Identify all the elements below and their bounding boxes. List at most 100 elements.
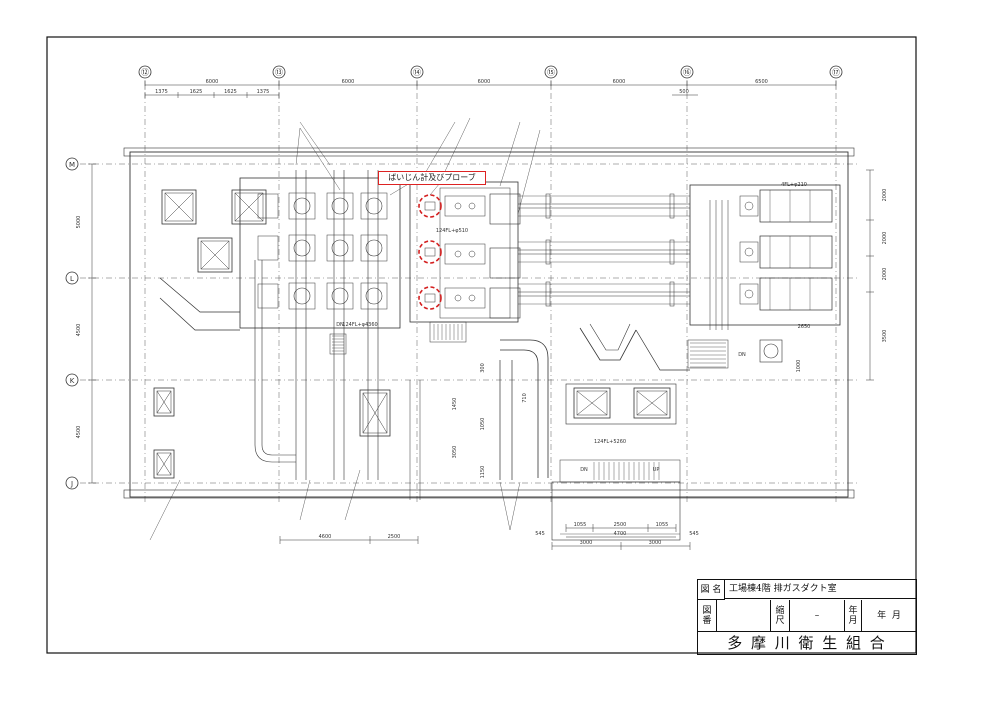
damper-circle [365, 239, 383, 257]
stack-duct-3 [759, 277, 833, 311]
building-top-wall [123, 147, 855, 157]
probe-box-1 [489, 193, 521, 225]
fl-bottom-label: 124FL+5260 [594, 439, 626, 445]
duct-box-left-bottom-x2 [156, 452, 172, 476]
bottom-dim-3000b: 3000 [649, 540, 662, 546]
duct-box-center-inner [362, 392, 388, 434]
stair-right [687, 339, 729, 369]
sub-span-dim: 1625 [224, 89, 237, 95]
dim-710-label: 710 [522, 393, 528, 403]
callout-leader [429, 182, 441, 196]
curved-duct-2b [589, 323, 631, 351]
bottom-dim-4600: 4600 [319, 534, 332, 540]
row-marker-L [65, 271, 79, 285]
damper-frame [326, 234, 354, 262]
duct-flange [545, 239, 551, 265]
dust-meter-highlight-2 [418, 240, 442, 264]
top-right-dim: 500 [679, 89, 689, 95]
duct-box-center [359, 389, 391, 437]
damper-frame [288, 282, 316, 310]
damper-circle [331, 239, 349, 257]
right-dim: 2000 [882, 189, 888, 202]
building-bottom-wall [123, 489, 855, 499]
duct-box-right-2 [633, 387, 671, 419]
duct-box-left-lower-inner [156, 390, 172, 414]
top-span-dim: 6000 [206, 79, 219, 85]
up-bottom-label: UP [653, 467, 660, 473]
stair-center [429, 321, 467, 343]
dn-left-label: DN [336, 322, 344, 328]
right-dim: 3500 [882, 330, 888, 343]
damper-frame [326, 282, 354, 310]
sub-span-dim: 1375 [155, 89, 168, 95]
probe-bolt [454, 294, 462, 302]
duct-box-right-2-inner [636, 390, 668, 416]
duct-chamber-center-inner [439, 187, 511, 319]
fl-left-label: 124FL+φ4360 [342, 322, 377, 328]
probe-bolt [454, 202, 462, 210]
duct-flange [545, 281, 551, 307]
duct-flange [545, 193, 551, 219]
damper-circle [331, 197, 349, 215]
bottom-note-leaders [149, 469, 521, 541]
damper-circle [365, 197, 383, 215]
duct-box-mid-top [231, 189, 267, 225]
probe-box-2 [489, 247, 521, 279]
fan-circle [763, 343, 779, 359]
stack-damper-disc [744, 247, 754, 257]
column-label-12: ⑫ [141, 68, 149, 77]
right-dim: 2000 [882, 268, 888, 281]
drawing-number-label: 図 番 [698, 600, 717, 632]
probe-plate [444, 195, 486, 217]
top-span-dim: 6000 [342, 79, 355, 85]
damper-frame-small [257, 193, 279, 219]
fan-room [565, 383, 677, 425]
dust-meter-probe [424, 293, 436, 303]
row-marker-M [65, 157, 79, 171]
duct-box-right-2-x2 [636, 390, 668, 416]
damper-frame [360, 282, 388, 310]
scale-label: 縮 尺 [771, 600, 790, 632]
column-label-17: ⑰ [832, 68, 840, 77]
duct-box-left-lower-x2 [156, 390, 172, 414]
bottom-dim-545-right: 545 [689, 531, 699, 537]
title-name-value: 工場棟4階 排ガスダクト室 [725, 580, 916, 599]
damper-frame-small [257, 283, 279, 309]
duct-box-left-top-inner [164, 192, 194, 222]
curved-duct-1 [500, 339, 549, 478]
probe-bolt [468, 202, 476, 210]
row-label-K: K [70, 377, 75, 385]
dim-1050-label: 1050 [480, 418, 486, 431]
bottom-dim-4700: 4700 [614, 531, 627, 537]
damper-circle [293, 287, 311, 305]
callout-leader [389, 182, 411, 196]
duct-flange [669, 239, 675, 265]
bottom-dim-3000a: 3000 [580, 540, 593, 546]
bottom-dim-2500-right: 2500 [614, 522, 627, 528]
dn-right-label: DN [738, 352, 746, 358]
bottom-dim-1055b: 1055 [656, 522, 669, 528]
duct-flange [669, 193, 675, 219]
stair-bottom [559, 459, 681, 483]
row-label-L: L [70, 275, 74, 283]
duct-box-left-mid [197, 237, 233, 273]
column-label-16: ⑯ [683, 68, 691, 77]
duct-box-left-bottom [153, 449, 175, 479]
probe-plate [444, 287, 486, 309]
left-dim-1: 5000 [76, 216, 82, 229]
column-label-15: ⑮ [547, 68, 555, 77]
duct-chamber-left [239, 177, 401, 329]
top-note-leader-left [295, 121, 341, 191]
damper-frame-small [257, 235, 279, 261]
sub-span-dim: 1625 [190, 89, 203, 95]
dust-meter-probe [424, 247, 436, 257]
duct-box-left-mid-x2 [200, 240, 230, 270]
dim-3050-label: 3050 [452, 446, 458, 459]
drawing-number-value [717, 600, 771, 632]
sloped-duct [159, 277, 240, 331]
dust-meter-highlight-3 [418, 286, 442, 310]
damper-circle [331, 287, 349, 305]
stack-area [689, 184, 841, 326]
stack-damper [739, 283, 759, 305]
stack-damper [739, 195, 759, 217]
